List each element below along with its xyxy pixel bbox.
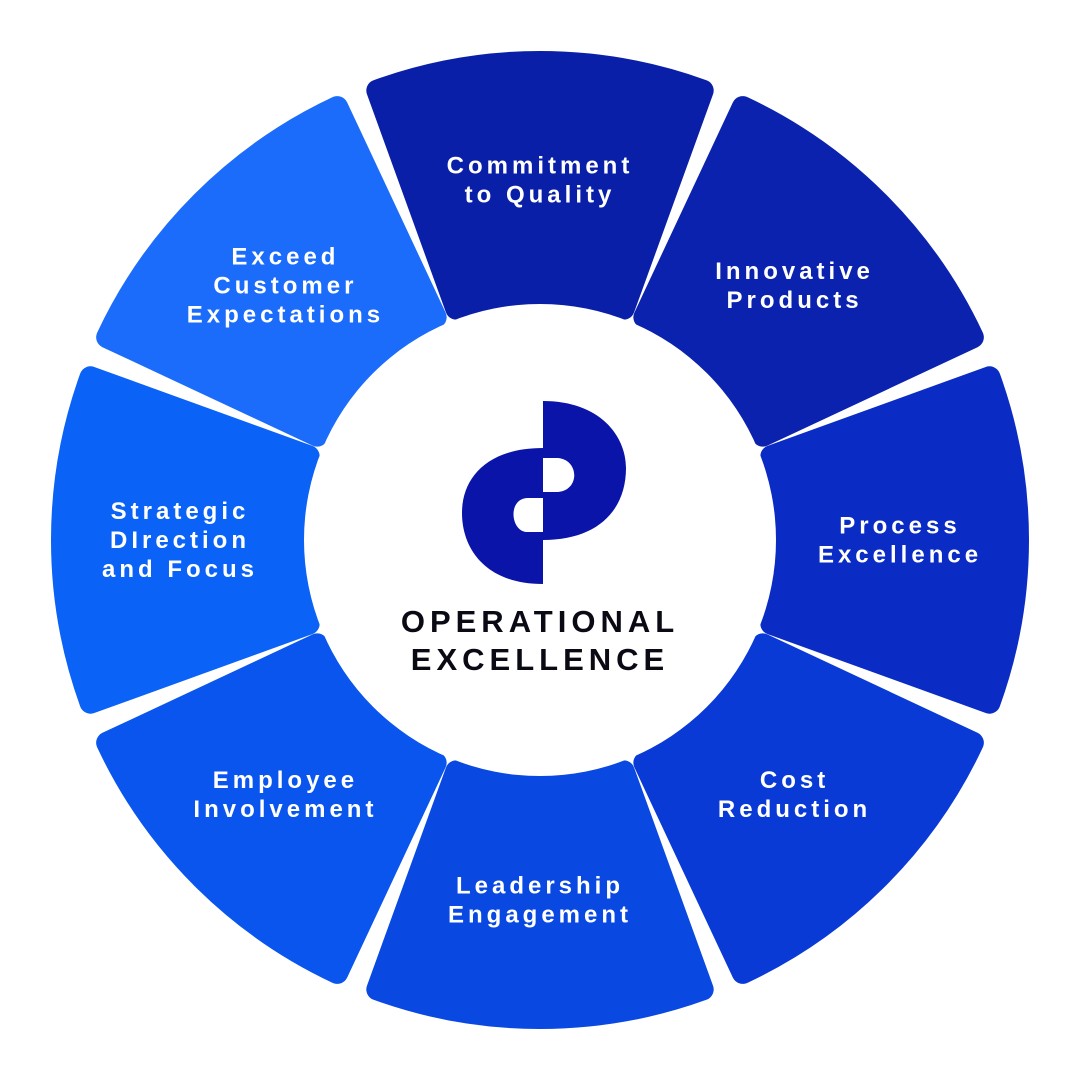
- segment-label-line: Customer: [213, 272, 357, 299]
- segment-label-line: to Quality: [465, 182, 616, 209]
- segment-label-line: Process: [839, 513, 960, 540]
- center-title-line-2: EXCELLENCE: [411, 642, 669, 677]
- segment-label-line: DIrection: [110, 527, 250, 554]
- center-logo-icon: [462, 401, 626, 584]
- wheel-segment: [366, 760, 714, 1029]
- segments-layer: [51, 51, 1029, 1029]
- wheel-segment: [366, 51, 714, 320]
- wheel-segment: [96, 96, 447, 447]
- segment-label-line: Involvement: [193, 796, 377, 823]
- segment-label-line: Reduction: [718, 796, 871, 823]
- segment-label-line: Exceed: [231, 243, 339, 270]
- segment-label-line: Cost: [760, 767, 829, 794]
- segment-label-line: Strategic: [111, 498, 250, 525]
- center-group: OPERATIONAL EXCELLENCE: [304, 304, 776, 776]
- center-title-line-1: OPERATIONAL: [401, 604, 679, 639]
- wheel-segment: [633, 96, 984, 447]
- segment-label-line: and Focus: [102, 556, 258, 583]
- wheel-segment: [51, 366, 320, 714]
- wheel-segment: [633, 633, 984, 984]
- wheel-segment: [96, 633, 447, 984]
- segment-label-line: Leadership: [456, 873, 624, 900]
- segment-label-line: Excellence: [818, 542, 982, 569]
- wheel-segment: [760, 366, 1029, 714]
- segment-label-line: Expectations: [187, 301, 384, 328]
- segment-label-line: Products: [727, 287, 863, 314]
- segment-label-line: Commitment: [447, 153, 634, 180]
- segment-label-line: Engagement: [448, 902, 632, 929]
- segment-label-line: Employee: [213, 767, 358, 794]
- segment-label-line: Innovative: [715, 258, 874, 285]
